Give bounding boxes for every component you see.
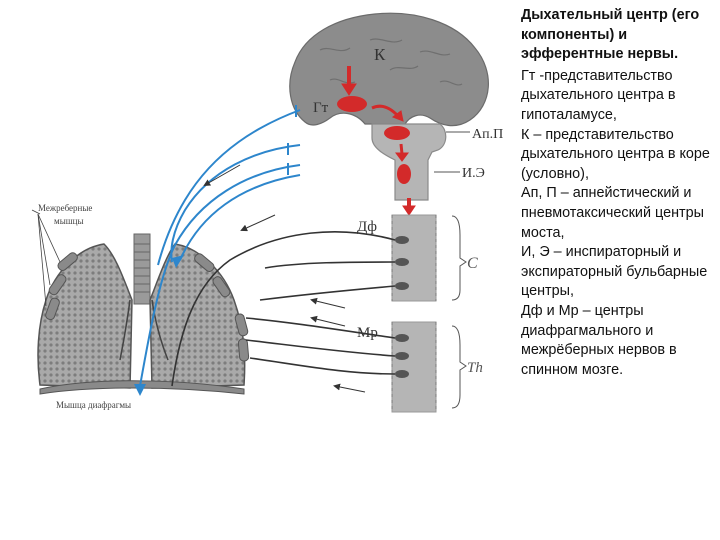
panel-line-cortex: К – представительство дыхательного центр…: [521, 126, 710, 182]
panel-line-spinal: Дф и Мр – центры диафрагмального и межрё…: [521, 302, 677, 378]
intercostal-pointers: [31, 209, 61, 307]
cervical-label: C: [467, 255, 478, 272]
thoracic-brace: [451, 325, 467, 409]
diaphragm-label: Мышца диафрагмы: [56, 400, 131, 410]
red-arrows: [341, 66, 416, 216]
panel-heading: Дыхательный центр (его компоненты) и эфф…: [521, 7, 700, 63]
pons-label: Ап.П: [472, 127, 503, 142]
spinal-cord-thoracic: [391, 321, 437, 413]
pons-center: [384, 126, 410, 140]
efferent-nerves: [171, 231, 396, 387]
panel-line-medulla: И, Э – инспираторный и экспираторный бул…: [521, 244, 708, 300]
intercostal-muscles-label: Межреберные: [38, 203, 92, 213]
blue-arrowheads: [134, 255, 184, 396]
panel-line-pons: Ап, П – апнейстический и пневмотаксическ…: [521, 185, 704, 241]
panel-line-hypothalamus: Гт -представительство дыхательного центр…: [521, 67, 676, 123]
intercostal-muscles-label-2: мышцы: [54, 216, 84, 226]
blue-nerve-ticks: [287, 105, 297, 175]
cervical-brace: [451, 215, 467, 301]
medulla-label: И.Э: [462, 166, 485, 181]
medulla-center: [397, 164, 411, 184]
right-lung: [149, 243, 246, 389]
direction-arrows: [203, 164, 366, 393]
intercostal-muscles: [45, 252, 250, 362]
thoracic-label: Th: [467, 360, 483, 376]
hypothalamus-label: Гт: [313, 100, 329, 116]
cervical-neurons: [395, 236, 409, 290]
thoracic-neurons: [395, 334, 409, 378]
intercostal-center-label: Мр: [357, 325, 378, 341]
trachea: [133, 233, 151, 305]
brain-label-k: К: [374, 45, 386, 64]
respiratory-center-diagram: К Гт Ап.П И.Э Дф C: [31, 12, 503, 413]
hypothalamus-center: [337, 96, 367, 112]
brain: К: [289, 12, 489, 127]
bronchi: [119, 299, 169, 361]
brainstem: [371, 123, 447, 201]
description-panel: Дыхательный центр (его компоненты) и эфф…: [521, 6, 717, 380]
blue-nerves: [139, 109, 301, 387]
phrenic-center-label: Дф: [357, 219, 377, 235]
